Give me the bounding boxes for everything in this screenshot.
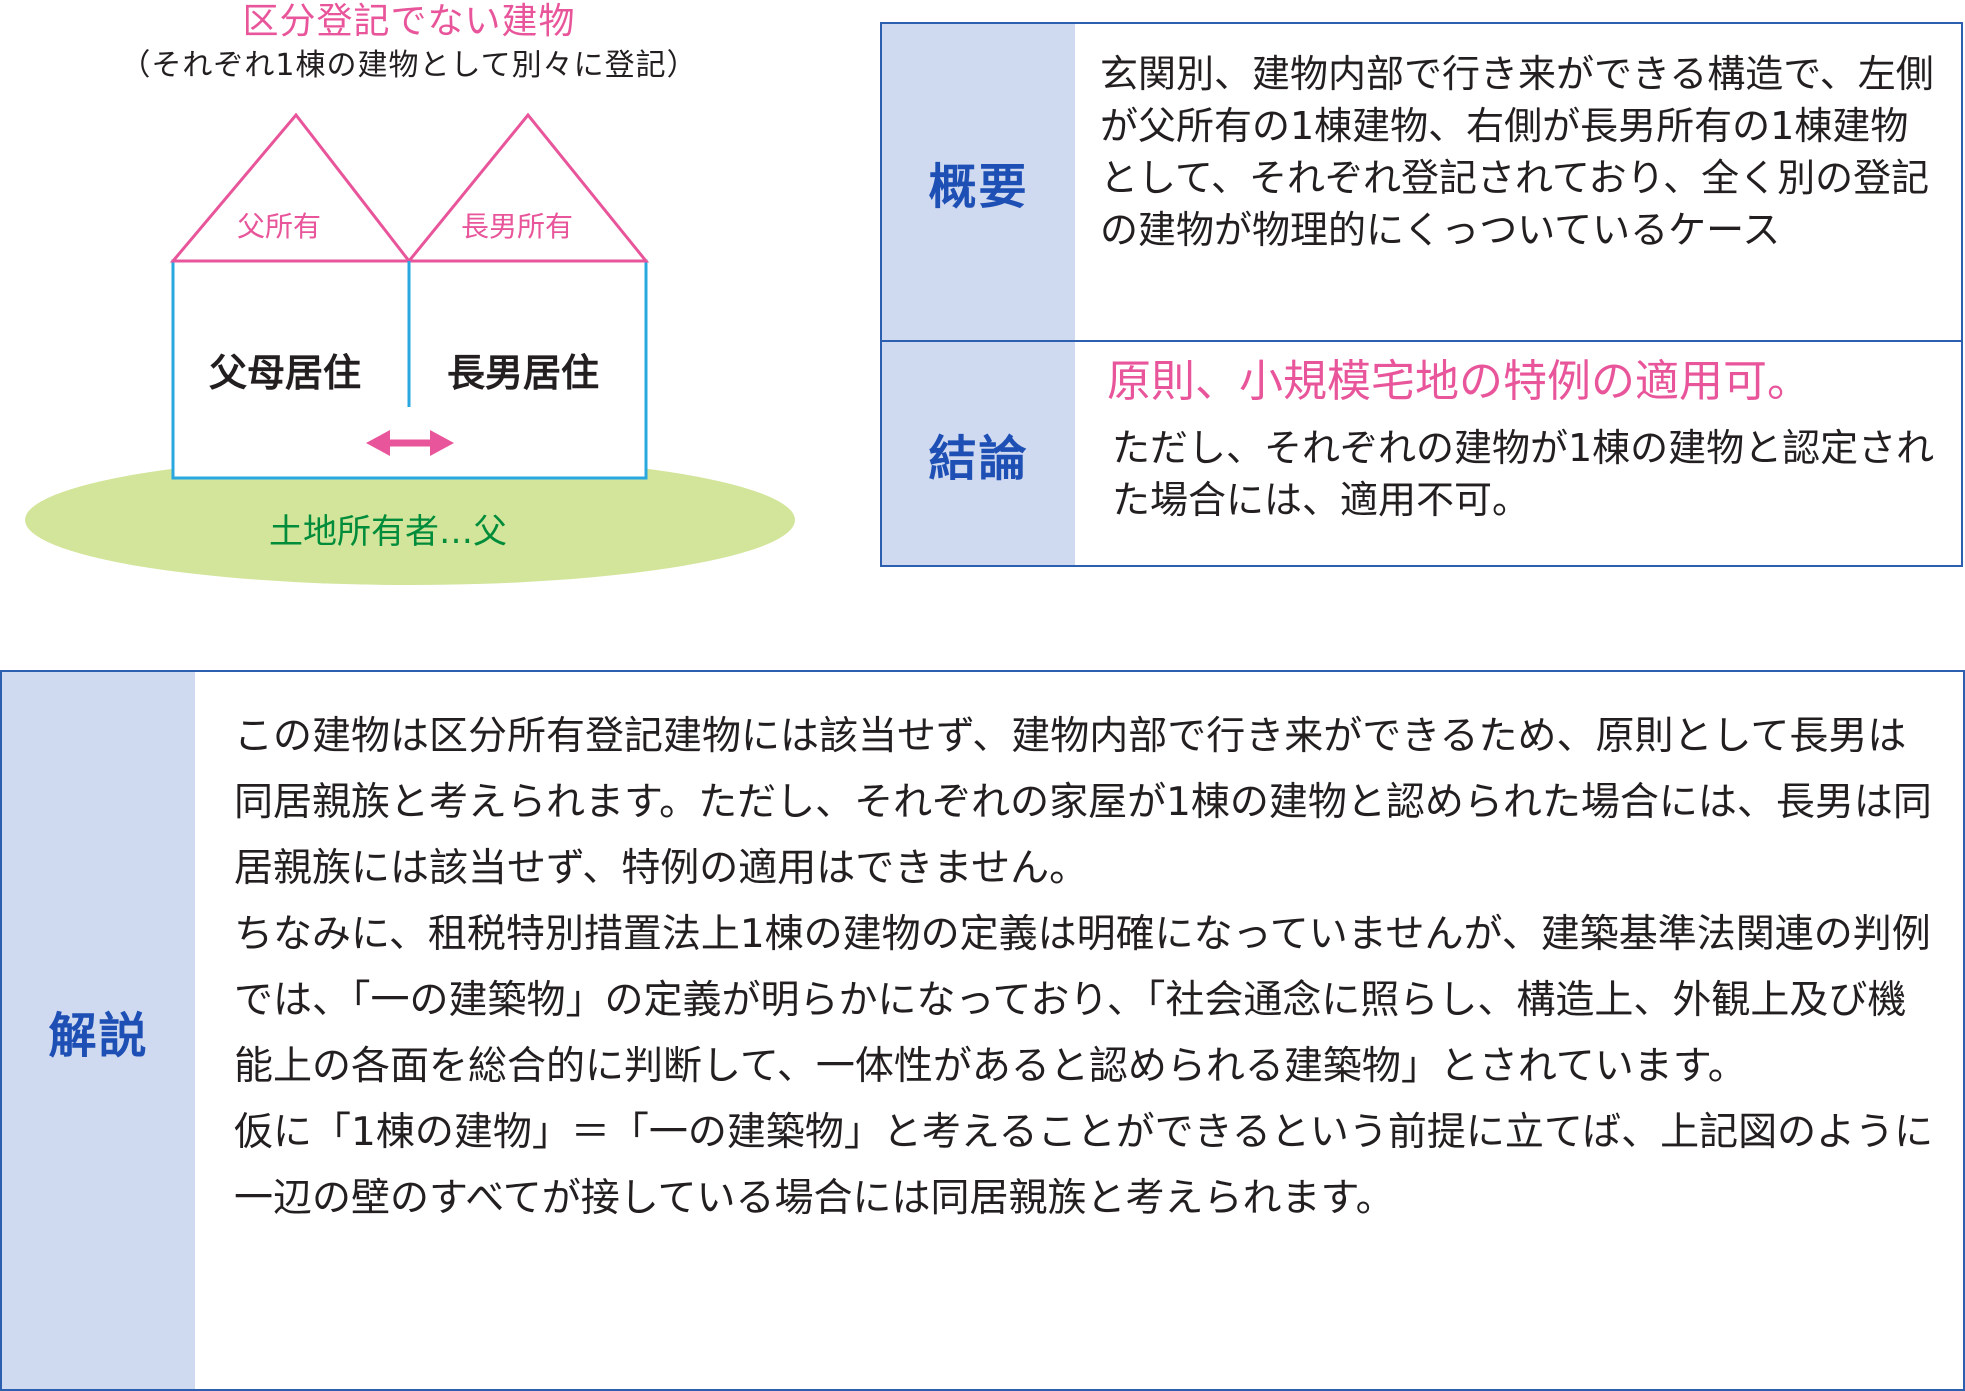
roof-label-left: 父所有 [237, 210, 322, 243]
conclusion-main: 原則、小規模宅地の特例の適用可。 [1107, 356, 1811, 407]
conclusion-header-cell: 結論 [882, 342, 1075, 565]
roof-label-right: 長男所有 [461, 210, 574, 243]
room-label-left: 父母居住 [209, 351, 362, 395]
table-row-divider [882, 340, 1961, 342]
explanation-paragraph: この建物は区分所有登記建物には該当せず、建物内部で行き来ができるため、原則として… [234, 714, 1932, 891]
explanation-paragraph: 仮に「1棟の建物」＝「一の建築物」と考えることができるという前提に立てば、上記図… [234, 1110, 1934, 1221]
explanation-header: 解説 [48, 1007, 149, 1064]
land-label: 土地所有者…父 [269, 512, 507, 552]
explanation-text: この建物は区分所有登記建物には該当せず、建物内部で行き来ができるため、原則として… [234, 704, 1934, 1232]
building-diagram [25, 112, 795, 585]
double-arrow-icon [366, 430, 454, 456]
explanation-box: 解説 この建物は区分所有登記建物には該当せず、建物内部で行き来ができるため、原則… [0, 670, 1965, 1391]
conclusion-sub: ただし、それぞれの建物が1棟の建物と認定された場合には、適用不可。 [1112, 426, 1935, 522]
overview-header: 概要 [928, 159, 1029, 215]
land-ellipse [25, 455, 795, 585]
overview-text: 玄関別、建物内部で行き来ができる構造で、左側が父所有の1棟建物、右側が長男所有の… [1100, 52, 1934, 252]
room-label-right: 長男居住 [447, 351, 600, 395]
diagram-subtitle: （それぞれ1棟の建物として別々に登記） [120, 48, 698, 83]
diagram-title: 区分登記でない建物 [242, 1, 576, 42]
conclusion-header: 結論 [928, 430, 1029, 487]
summary-table: 概要 玄関別、建物内部で行き来ができる構造で、左側が父所有の1棟建物、右側が長男… [880, 22, 1963, 567]
explanation-header-cell: 解説 [2, 672, 195, 1389]
overview-header-cell: 概要 [882, 24, 1075, 340]
explanation-paragraph: ちなみに、租税特別措置法上1棟の建物の定義は明確になっていませんが、建築基準法関… [234, 912, 1931, 1089]
